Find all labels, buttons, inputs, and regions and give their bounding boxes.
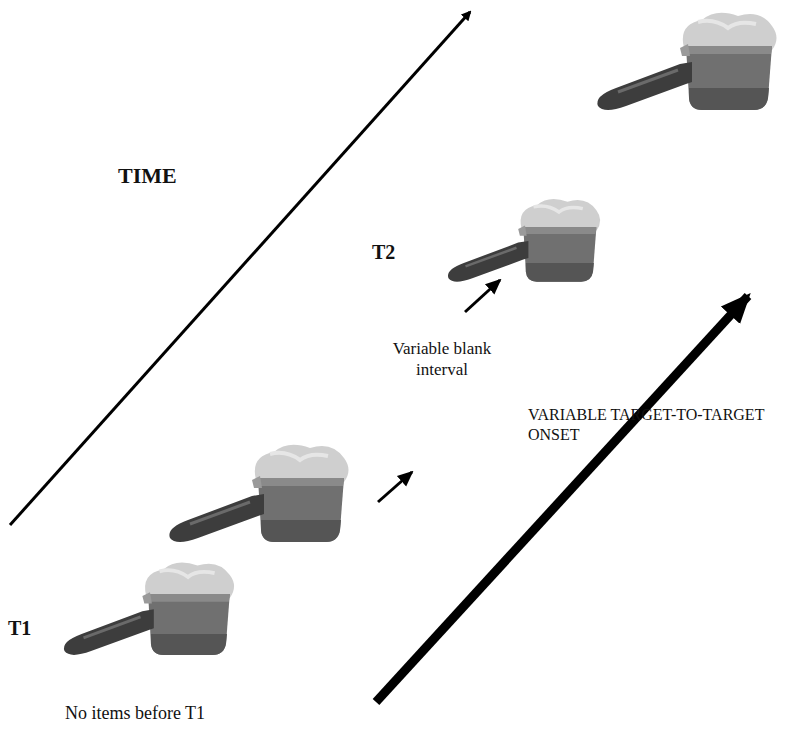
onset-arrow [376,296,748,702]
time-arrow [10,12,470,525]
interval-arrow [465,280,500,312]
target-label: T1 [8,616,31,641]
interval-arrow [378,472,412,502]
intact-pan [597,13,776,110]
t2-grid-pan [440,195,610,289]
axis-label: TIME [118,162,177,190]
target-label: T2 [372,240,395,265]
onset-note: VARIABLE TARGET-TO-TARGET ONSET [528,405,778,445]
note: No items before T1 [65,702,205,725]
intact-pan [169,445,348,542]
t1-noisy-pan [55,558,245,663]
interval-note: Variable blank interval [382,338,502,381]
